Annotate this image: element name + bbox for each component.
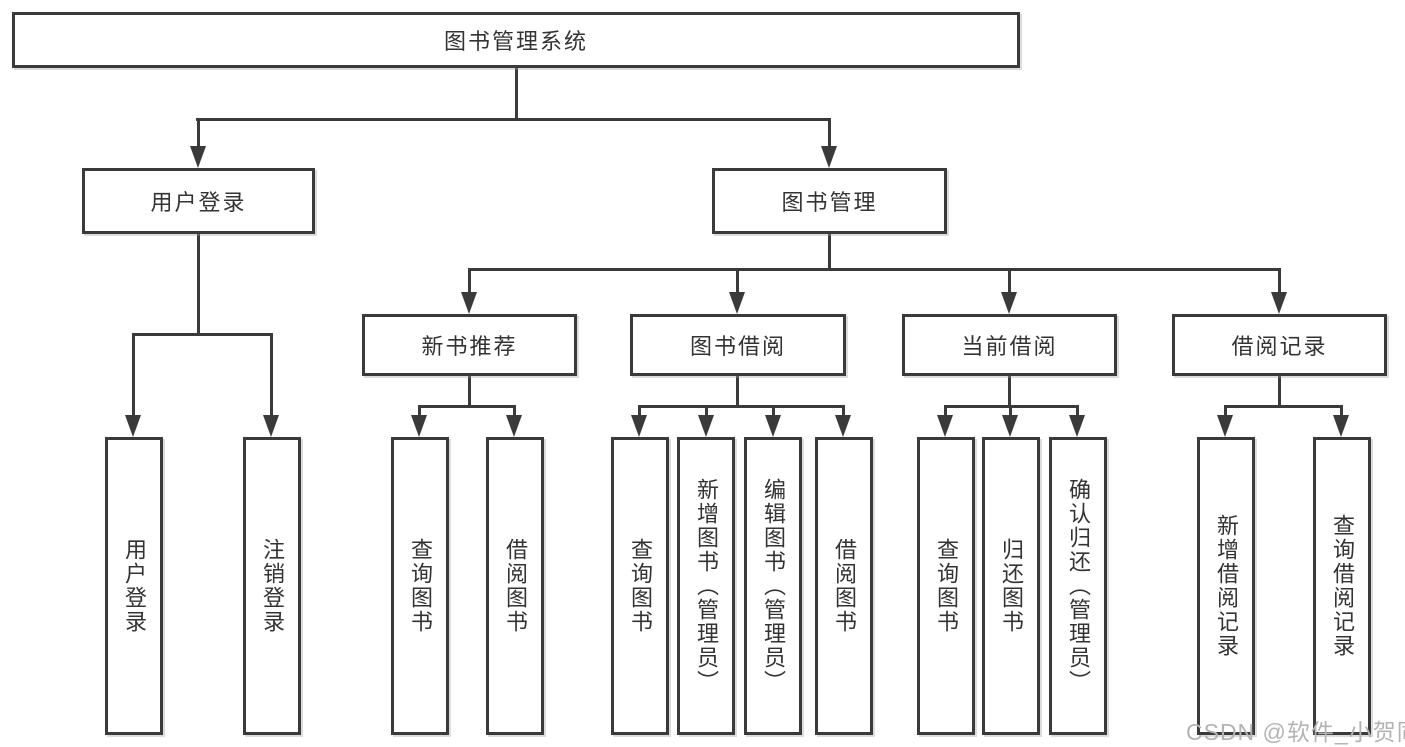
connector-line	[132, 333, 273, 336]
node-label: 查询图书	[934, 538, 959, 634]
arrow-down-icon	[835, 415, 851, 437]
arrow-down-icon	[190, 146, 206, 168]
node-label: 查询图书	[408, 538, 433, 634]
arrow-down-icon	[1271, 292, 1287, 314]
node-book-management-module: 图书管理	[712, 168, 947, 234]
connector-line	[197, 231, 200, 335]
node-leaf-borrow-books: 借阅图书	[815, 437, 873, 735]
node-label: 查询借阅记录	[1330, 514, 1355, 658]
node-label: 借阅图书	[832, 538, 857, 634]
node-label: 确认归还（管理员）	[1066, 478, 1091, 694]
connector-line	[736, 374, 739, 407]
connector-line	[772, 405, 775, 419]
arrow-down-icon	[765, 415, 781, 437]
node-label: 图书管理系统	[443, 29, 588, 54]
node-label: 借阅图书	[503, 538, 528, 634]
node-label: 新书推荐	[421, 334, 518, 359]
arrow-down-icon	[698, 415, 714, 437]
node-leaf-query-books-recommend: 查询图书	[391, 437, 449, 735]
connector-line	[705, 405, 708, 419]
node-label: 用户登录	[122, 538, 147, 634]
connector-line	[1278, 268, 1281, 298]
node-leaf-add-book-admin: 新增图书（管理员）	[677, 437, 735, 735]
connector-line	[1340, 405, 1343, 419]
arrow-down-icon	[937, 415, 953, 437]
arrow-down-icon	[1217, 415, 1233, 437]
node-leaf-return-book: 归还图书	[982, 437, 1040, 735]
node-leaf-edit-book-admin: 编辑图书（管理员）	[744, 437, 802, 735]
arrow-down-icon	[411, 415, 427, 437]
node-label: 用户登录	[150, 190, 247, 215]
arrow-down-icon	[125, 415, 141, 437]
connector-line	[842, 405, 845, 419]
node-label: 借阅记录	[1231, 334, 1328, 359]
node-leaf-borrow-books-recommend: 借阅图书	[486, 437, 544, 735]
connector-line	[270, 333, 273, 419]
watermark: CSDN @软件_小贺同学	[1186, 719, 1405, 745]
connector-line	[418, 405, 516, 408]
connector-line	[468, 268, 471, 298]
node-leaf-query-borrow-record: 查询借阅记录	[1313, 437, 1371, 735]
connector-line	[196, 118, 831, 121]
arrow-down-icon	[506, 415, 522, 437]
arrow-down-icon	[1069, 415, 1085, 437]
connector-line	[1008, 374, 1011, 407]
connector-line	[197, 118, 200, 152]
node-book-borrowing: 图书借阅	[630, 314, 846, 376]
connector-line	[1008, 268, 1011, 298]
connector-line	[515, 66, 518, 120]
node-label: 图书管理	[781, 190, 878, 215]
node-label: 查询图书	[628, 538, 653, 634]
node-label: 归还图书	[999, 538, 1024, 634]
connector-line	[1076, 405, 1079, 419]
arrow-down-icon	[1333, 415, 1349, 437]
connector-line	[828, 118, 831, 152]
arrow-down-icon	[821, 146, 837, 168]
arrow-down-icon	[461, 292, 477, 314]
node-new-book-recommend: 新书推荐	[362, 314, 577, 376]
node-root-system: 图书管理系统	[12, 12, 1020, 68]
connector-line	[418, 405, 421, 419]
node-label: 当前借阅	[961, 334, 1058, 359]
connector-line	[828, 231, 831, 270]
node-borrowing-records: 借阅记录	[1172, 314, 1387, 376]
connector-line	[1224, 405, 1343, 408]
node-label: 注销登录	[260, 538, 285, 634]
node-label: 新增借阅记录	[1214, 514, 1239, 658]
node-label: 编辑图书（管理员）	[761, 478, 786, 694]
connector-line	[513, 405, 516, 419]
connector-line	[638, 405, 845, 408]
connector-line	[736, 268, 739, 298]
arrow-down-icon	[1001, 292, 1017, 314]
node-leaf-logout: 注销登录	[243, 437, 301, 735]
node-leaf-user-login: 用户登录	[105, 437, 163, 735]
node-label: 图书借阅	[689, 334, 786, 359]
arrow-down-icon	[263, 415, 279, 437]
connector-line	[1278, 374, 1281, 407]
arrow-down-icon	[1002, 415, 1018, 437]
arrow-down-icon	[729, 292, 745, 314]
connector-line	[468, 268, 1281, 271]
connector-line	[1224, 405, 1227, 419]
connector-line	[468, 374, 471, 407]
node-leaf-query-books-borrowing: 查询图书	[611, 437, 669, 735]
node-leaf-add-borrow-record: 新增借阅记录	[1197, 437, 1255, 735]
connector-line	[638, 405, 641, 419]
node-current-borrowing: 当前借阅	[902, 314, 1117, 376]
connector-line	[1009, 405, 1012, 419]
arrow-down-icon	[631, 415, 647, 437]
node-label: 新增图书（管理员）	[694, 478, 719, 694]
node-leaf-confirm-return-admin: 确认归还（管理员）	[1049, 437, 1107, 735]
connector-line	[132, 333, 135, 419]
connector-line	[944, 405, 947, 419]
node-user-login-module: 用户登录	[82, 168, 315, 234]
node-leaf-query-books-current: 查询图书	[917, 437, 975, 735]
